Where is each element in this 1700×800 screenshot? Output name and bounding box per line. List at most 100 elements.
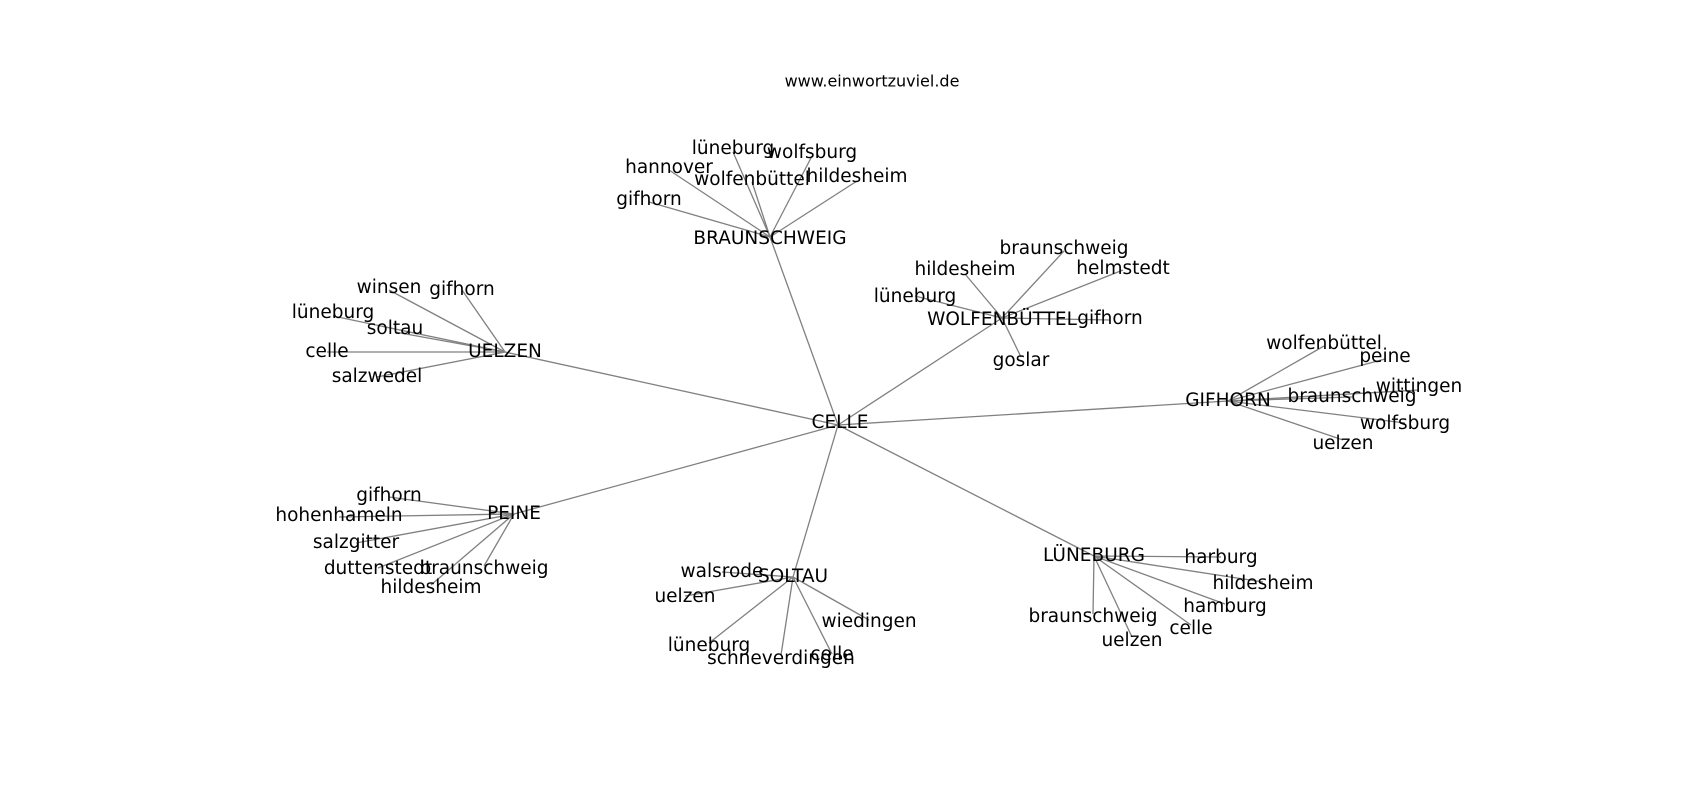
node-gifhorn-wolfsburg: wolfsburg bbox=[1360, 413, 1450, 434]
node-gifhorn-uelzen: uelzen bbox=[1312, 433, 1373, 454]
edge-peine-to-peine-duttenstedt bbox=[377, 513, 515, 569]
node-luneburg: LÜNEBURG bbox=[1043, 544, 1145, 566]
edge-gifhorn-to-gifhorn-wolfsburg bbox=[1227, 400, 1406, 424]
edge-wolfenbuttel-to-wolfenbuttel-helmstedt bbox=[1001, 269, 1124, 319]
node-gifhorn-braunschweig: braunschweig bbox=[1287, 386, 1416, 407]
edge-uelzen-to-uelzen-gifhorn bbox=[461, 289, 506, 353]
node-peine-hohenhameln: hohenhameln bbox=[275, 505, 402, 526]
edge-peine-to-peine-salzgitter bbox=[355, 513, 515, 544]
node-gifhorn: GIFHORN bbox=[1185, 390, 1271, 411]
node-wolfenbuttel-braunschweig: braunschweig bbox=[999, 238, 1128, 259]
edge-peine-to-peine-hohenhameln bbox=[338, 513, 515, 518]
node-braunschweig-gifhorn: gifhorn bbox=[616, 189, 681, 210]
edge-luneburg-to-luneburg-celle bbox=[1093, 555, 1192, 626]
node-gifhorn-peine: peine bbox=[1359, 346, 1410, 367]
edge-celle-to-luneburg bbox=[837, 424, 1095, 557]
edge-uelzen-to-uelzen-winsen bbox=[388, 289, 506, 353]
edge-soltau-to-soltau-celle bbox=[792, 576, 833, 655]
node-luneburg-hildesheim: hildesheim bbox=[1212, 573, 1313, 594]
node-wolfenbuttel-hildesheim: hildesheim bbox=[914, 259, 1015, 280]
node-braunschweig-hannover: hannover bbox=[625, 157, 713, 178]
node-peine-gifhorn: gifhorn bbox=[356, 485, 421, 506]
edge-braunschweig-to-braunschweig-wolfsburg bbox=[769, 155, 813, 238]
edge-celle-to-peine bbox=[513, 424, 839, 515]
edge-celle-to-gifhorn bbox=[837, 400, 1229, 426]
node-uelzen-salzwedel: salzwedel bbox=[332, 366, 423, 387]
edge-celle-to-wolfenbuttel bbox=[837, 317, 1003, 426]
node-braunschweig-wolfsburg: wolfsburg bbox=[767, 142, 857, 163]
edge-gifhorn-to-gifhorn-wolfenbuttel bbox=[1227, 345, 1325, 402]
edge-celle-to-soltau bbox=[792, 424, 839, 578]
edge-celle-to-braunschweig bbox=[769, 236, 839, 426]
edge-gifhorn-to-gifhorn-uelzen bbox=[1227, 400, 1344, 441]
edge-uelzen-to-uelzen-soltau bbox=[394, 331, 506, 353]
node-soltau: SOLTAU bbox=[758, 566, 828, 587]
edge-peine-to-peine-braunschweig bbox=[483, 513, 515, 567]
edge-gifhorn-to-gifhorn-braunschweig bbox=[1227, 396, 1353, 402]
edge-peine-to-peine-gifhorn bbox=[388, 496, 515, 515]
edge-soltau-to-soltau-schneverdingen bbox=[780, 576, 794, 656]
node-soltau-celle: celle bbox=[810, 644, 853, 665]
node-peine-duttenstedt: duttenstedt bbox=[324, 558, 432, 579]
edge-braunschweig-to-braunschweig-luneburg bbox=[732, 151, 771, 238]
node-soltau-walsrode: walsrode bbox=[681, 561, 764, 582]
edge-layer bbox=[327, 151, 1420, 656]
edge-soltau-to-soltau-wiedingen bbox=[792, 576, 870, 621]
node-peine-braunschweig: braunschweig bbox=[419, 558, 548, 579]
node-luneburg-celle: celle bbox=[1169, 618, 1212, 639]
edge-wolfenbuttel-to-wolfenbuttel-braunschweig bbox=[1001, 250, 1065, 319]
edge-braunschweig-to-braunschweig-hannover bbox=[668, 169, 771, 238]
node-braunschweig: BRAUNSCHWEIG bbox=[693, 228, 846, 249]
node-braunschweig-luneburg: lüneburg bbox=[692, 138, 774, 159]
edge-uelzen-to-uelzen-salzwedel bbox=[376, 351, 506, 378]
edge-gifhorn-to-gifhorn-wittingen bbox=[1227, 389, 1420, 402]
node-soltau-schneverdingen: schneverdingen bbox=[707, 648, 855, 669]
node-peine-hildesheim: hildesheim bbox=[380, 577, 481, 598]
edge-luneburg-to-luneburg-hildesheim bbox=[1093, 555, 1264, 583]
node-luneburg-harburg: harburg bbox=[1184, 547, 1257, 568]
edge-soltau-to-soltau-luneburg bbox=[708, 576, 794, 644]
node-soltau-luneburg: lüneburg bbox=[668, 635, 750, 656]
node-soltau-uelzen: uelzen bbox=[654, 586, 715, 607]
node-celle: CELLE bbox=[812, 412, 869, 433]
edge-wolfenbuttel-to-wolfenbuttel-gifhorn bbox=[1001, 317, 1111, 321]
node-wolfenbuttel: WOLFENBÜTTEL bbox=[927, 308, 1078, 330]
edge-luneburg-to-luneburg-braunschweig bbox=[1092, 555, 1095, 615]
node-wolfenbuttel-goslar: goslar bbox=[993, 350, 1050, 371]
label-layer: CELLEBRAUNSCHWEIGlüneburgwolfsburghannov… bbox=[275, 138, 1462, 669]
node-wolfenbuttel-helmstedt: helmstedt bbox=[1076, 258, 1170, 279]
node-wolfenbuttel-gifhorn: gifhorn bbox=[1077, 308, 1142, 329]
node-uelzen-celle: celle bbox=[305, 341, 348, 362]
node-uelzen-gifhorn: gifhorn bbox=[429, 279, 494, 300]
edge-soltau-to-soltau-walsrode bbox=[721, 571, 794, 578]
edge-celle-to-uelzen bbox=[504, 351, 839, 426]
edge-luneburg-to-luneburg-hamburg bbox=[1093, 555, 1226, 605]
node-gifhorn-wittingen: wittingen bbox=[1376, 376, 1463, 397]
node-peine: PEINE bbox=[487, 503, 541, 524]
edge-braunschweig-to-braunschweig-hildesheim bbox=[769, 180, 858, 238]
edge-wolfenbuttel-to-wolfenbuttel-luneburg bbox=[914, 295, 1003, 319]
node-uelzen-luneburg: lüneburg bbox=[292, 302, 374, 323]
node-uelzen-winsen: winsen bbox=[357, 277, 422, 298]
edge-braunschweig-to-braunschweig-gifhorn bbox=[648, 201, 771, 238]
node-soltau-wiedingen: wiedingen bbox=[821, 611, 916, 632]
node-braunschweig-hildesheim: hildesheim bbox=[806, 166, 907, 187]
node-uelzen: UELZEN bbox=[468, 341, 542, 362]
node-wolfenbuttel-luneburg: lüneburg bbox=[874, 286, 956, 307]
node-luneburg-braunschweig: braunschweig bbox=[1028, 606, 1157, 627]
node-uelzen-soltau: soltau bbox=[367, 318, 423, 339]
node-braunschweig-wolfenbuttel: wolfenbüttel bbox=[694, 169, 810, 190]
edge-luneburg-to-luneburg-harburg bbox=[1093, 555, 1222, 558]
edge-braunschweig-to-braunschweig-wolfenbuttel bbox=[751, 181, 771, 238]
edge-gifhorn-to-gifhorn-peine bbox=[1227, 358, 1386, 402]
edge-luneburg-to-luneburg-uelzen bbox=[1093, 555, 1133, 638]
node-luneburg-hamburg: hamburg bbox=[1183, 596, 1267, 617]
edge-wolfenbuttel-to-wolfenbuttel-goslar bbox=[1001, 317, 1022, 358]
edge-wolfenbuttel-to-wolfenbuttel-hildesheim bbox=[964, 273, 1003, 319]
edge-soltau-to-soltau-uelzen bbox=[684, 576, 794, 597]
node-luneburg-uelzen: uelzen bbox=[1101, 630, 1162, 651]
edge-uelzen-to-uelzen-luneburg bbox=[332, 315, 506, 353]
node-gifhorn-wolfenbuttel: wolfenbüttel bbox=[1266, 333, 1382, 354]
node-peine-salzgitter: salzgitter bbox=[313, 532, 400, 553]
